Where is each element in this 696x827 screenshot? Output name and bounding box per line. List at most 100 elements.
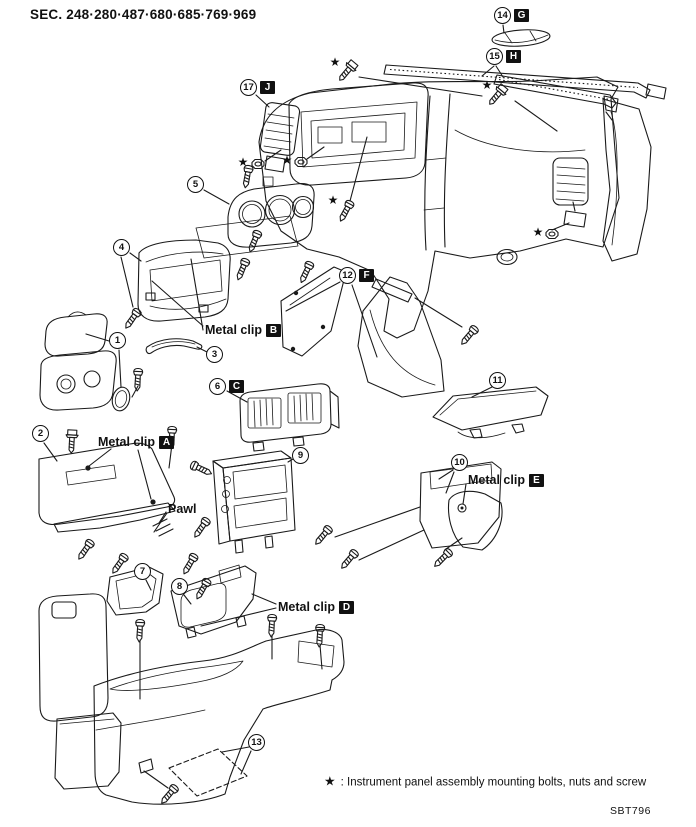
callout-7: 7 — [134, 563, 151, 580]
cluster-lid — [195, 176, 315, 259]
callout-number: 10 — [451, 454, 468, 471]
star-marker: ★ — [282, 153, 293, 167]
star-marker: ★ — [238, 155, 249, 169]
leader-lines — [43, 24, 570, 789]
center-console — [38, 593, 345, 805]
section-header: SEC. 248·280·487·680·685·769·969 — [30, 7, 257, 22]
clip-letter-box: H — [506, 50, 521, 63]
pawl-label: Pawl — [168, 502, 197, 516]
callout-1: 1 — [109, 332, 126, 349]
label-text: Metal clip — [468, 473, 525, 487]
oval-grille-part — [491, 29, 551, 47]
clip-letter-box: B — [265, 323, 281, 337]
screw-icon — [457, 323, 481, 348]
clip-letter-box: E — [528, 473, 544, 487]
console-finisher — [170, 564, 257, 639]
trim-strip — [145, 338, 203, 354]
star-icon: ★ — [324, 774, 336, 790]
callout-number: 2 — [32, 425, 49, 442]
label-text: Metal clip — [205, 323, 262, 337]
callout-number: 3 — [206, 346, 223, 363]
knee-protector — [38, 442, 176, 537]
figure-code: SBT796 — [610, 805, 651, 817]
callout-number: 4 — [113, 239, 130, 256]
audio-cluster-lid — [212, 450, 296, 554]
screw-icon — [157, 782, 181, 807]
label-text: Metal clip — [98, 435, 155, 449]
screw-icon — [311, 523, 335, 548]
callout-number: 15 — [486, 48, 503, 65]
star-marker-layer: ★ ★ ★ ★ ★ ★ — [238, 55, 544, 239]
callout-11: 11 — [489, 372, 506, 389]
clip-letter-box: J — [260, 81, 275, 94]
clip-letter-box: C — [229, 380, 244, 393]
screw-icon — [337, 547, 361, 572]
clip-letter-box: A — [158, 435, 174, 449]
callout-4: 4 — [113, 239, 130, 256]
clip-letter-box: D — [338, 600, 354, 614]
screw-icon — [108, 551, 130, 577]
nut-icon — [294, 156, 308, 168]
screw-icon — [430, 546, 455, 571]
fastener-layer — [64, 58, 559, 807]
callout-number: 9 — [292, 447, 309, 464]
label-text: Pawl — [168, 502, 197, 516]
bolt-icon — [64, 429, 79, 454]
screw-icon — [233, 256, 252, 283]
clip-letter-box: G — [514, 9, 529, 22]
callout-8: 8 — [171, 578, 188, 595]
star-marker: ★ — [533, 225, 544, 239]
callout-10: 10 — [451, 454, 468, 471]
center-ventilator — [239, 383, 340, 452]
callout-13: 13 — [248, 734, 265, 751]
callout-number: 1 — [109, 332, 126, 349]
defroster-grille-strip — [383, 64, 667, 100]
callout-5: 5 — [187, 176, 204, 193]
screw-icon — [190, 515, 212, 541]
callout-9: 9 — [292, 447, 309, 464]
side-finisher-panels — [280, 266, 445, 398]
screw-icon — [188, 459, 214, 479]
clip-letter-box: F — [359, 269, 374, 282]
star-marker: ★ — [330, 55, 341, 69]
label-text: Metal clip — [278, 600, 335, 614]
callout-number: 17 — [240, 79, 257, 96]
nut-icon — [545, 228, 559, 240]
instrument-panel-assembly — [258, 76, 620, 339]
callout-number: 13 — [248, 734, 265, 751]
instrument-lower-cover — [137, 239, 231, 322]
screw-icon — [179, 551, 200, 577]
callout-number: 11 — [489, 372, 506, 389]
callout-number: 5 — [187, 176, 204, 193]
screw-icon — [134, 618, 146, 643]
callout-number: 12 — [339, 267, 356, 284]
glove-box-lid — [432, 386, 549, 439]
callout-3: 3 — [206, 346, 223, 363]
footnote: ★ : Instrument panel assembly mounting b… — [324, 775, 646, 790]
callout-number: 7 — [134, 563, 151, 580]
callout-number: 6 — [209, 378, 226, 395]
screw-icon — [335, 198, 356, 224]
star-marker: ★ — [328, 193, 339, 207]
nut-icon — [251, 158, 265, 170]
screw-icon — [121, 306, 143, 332]
steering-column-covers — [39, 311, 131, 412]
dash-end-panel — [563, 98, 652, 262]
screw-icon — [74, 537, 96, 563]
callout-number: 14 — [494, 7, 511, 24]
footnote-text: : Instrument panel assembly mounting bol… — [340, 776, 647, 788]
star-marker: ★ — [482, 78, 493, 92]
screw-icon — [245, 228, 264, 255]
callout-2: 2 — [32, 425, 49, 442]
screw-icon — [132, 367, 144, 392]
